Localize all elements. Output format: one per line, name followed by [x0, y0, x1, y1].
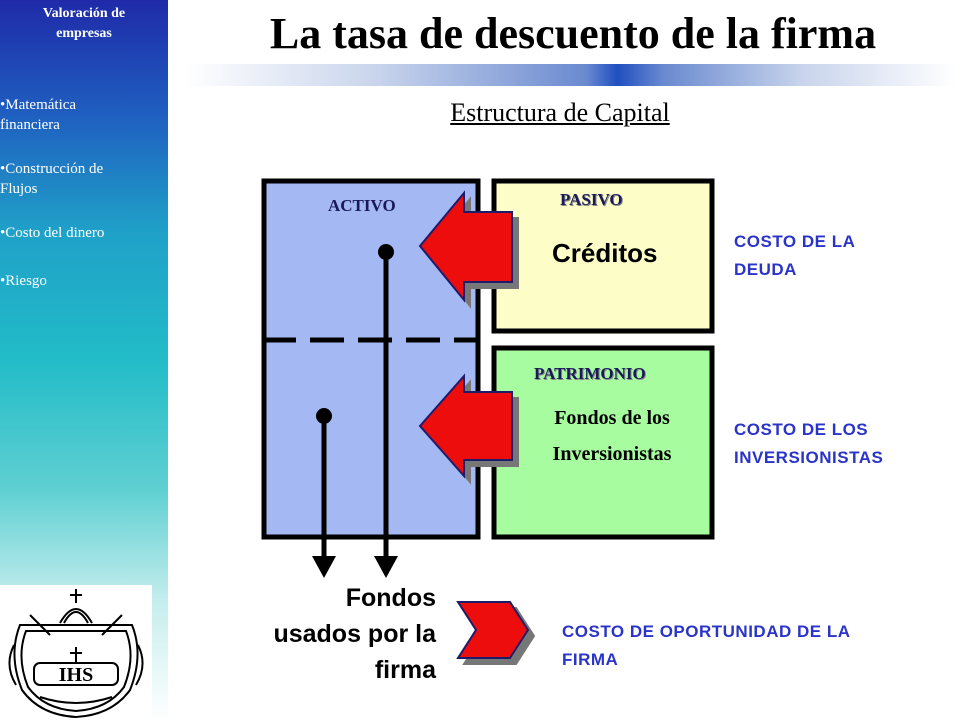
crest-letters: IHS	[59, 664, 93, 686]
sidebar: Valoración de empresas •Matemática finan…	[0, 0, 168, 720]
university-crest-logo: IHS	[0, 585, 152, 720]
costo-oportunidad-label: COSTO DE OPORTUNIDAD DE LA FIRMA	[562, 618, 850, 674]
sidebar-item-costo-dinero[interactable]: •Costo del dinero	[0, 223, 104, 243]
fondos-usados-label: Fondos usados por la firma	[230, 580, 436, 688]
sidebar-item-riesgo[interactable]: •Riesgo	[0, 271, 47, 291]
costo-inversionistas-line1: COSTO DE LOS	[734, 420, 869, 439]
patrimonio-box	[491, 345, 715, 540]
sidebar-item-label: Flujos	[0, 181, 38, 197]
sidebar-title-line2: empresas	[56, 26, 112, 41]
sidebar-item-matematica[interactable]: •Matemática financiera	[0, 95, 76, 135]
title-underline-bar	[186, 64, 956, 86]
sidebar-item-label: •Costo del dinero	[0, 225, 105, 241]
subtitle: Estructura de Capital	[450, 98, 670, 127]
creditos-label: Créditos	[552, 238, 658, 268]
costo-inversionistas-line2: INVERSIONISTAS	[734, 448, 884, 467]
crest-icon: IHS	[8, 589, 144, 719]
costo-deuda-line1: COSTO DE LA	[734, 232, 856, 251]
costo-deuda-label: COSTO DE LA DEUDA	[734, 228, 855, 284]
arrow-left-icon	[418, 373, 513, 479]
arrow-left-icon	[418, 190, 513, 303]
sidebar-item-label: •Construcción de	[0, 161, 104, 177]
costo-deuda-line2: DEUDA	[734, 260, 797, 279]
costo-oportunidad-line2: FIRMA	[562, 650, 619, 669]
fondos-inversionistas-line2: Inversionistas	[552, 443, 672, 465]
arrow-down-icon	[312, 556, 336, 578]
sidebar-title-line1: Valoración de	[42, 6, 126, 21]
patrimonio-label: PATRIMONIO	[534, 364, 646, 383]
sidebar-item-label: financiera	[0, 117, 60, 133]
sidebar-item-construccion[interactable]: •Construcción de Flujos	[0, 159, 103, 199]
fondos-inversionistas-line1: Fondos de los	[554, 407, 670, 429]
fondos-inversionistas-label: Fondos de los Inversionistas	[512, 400, 712, 472]
sidebar-item-label: •Riesgo	[0, 273, 47, 289]
fondos-usados-line1: Fondos	[345, 584, 436, 612]
chevron-right-icon	[456, 601, 530, 659]
arrow-down-icon	[374, 556, 398, 578]
fondos-usados-line3: firma	[374, 656, 436, 684]
sidebar-title: Valoración de empresas	[0, 4, 168, 44]
fondos-usados-line2: usados por la	[273, 620, 436, 648]
costo-inversionistas-label: COSTO DE LOS INVERSIONISTAS	[734, 416, 883, 472]
page-title: La tasa de descuento de la firma	[269, 9, 877, 58]
sidebar-item-label: •Matemática	[0, 97, 77, 113]
activo-label: ACTIVO	[328, 196, 396, 215]
pasivo-label: PASIVO	[560, 190, 623, 209]
costo-oportunidad-line1: COSTO DE OPORTUNIDAD DE LA	[562, 622, 851, 641]
